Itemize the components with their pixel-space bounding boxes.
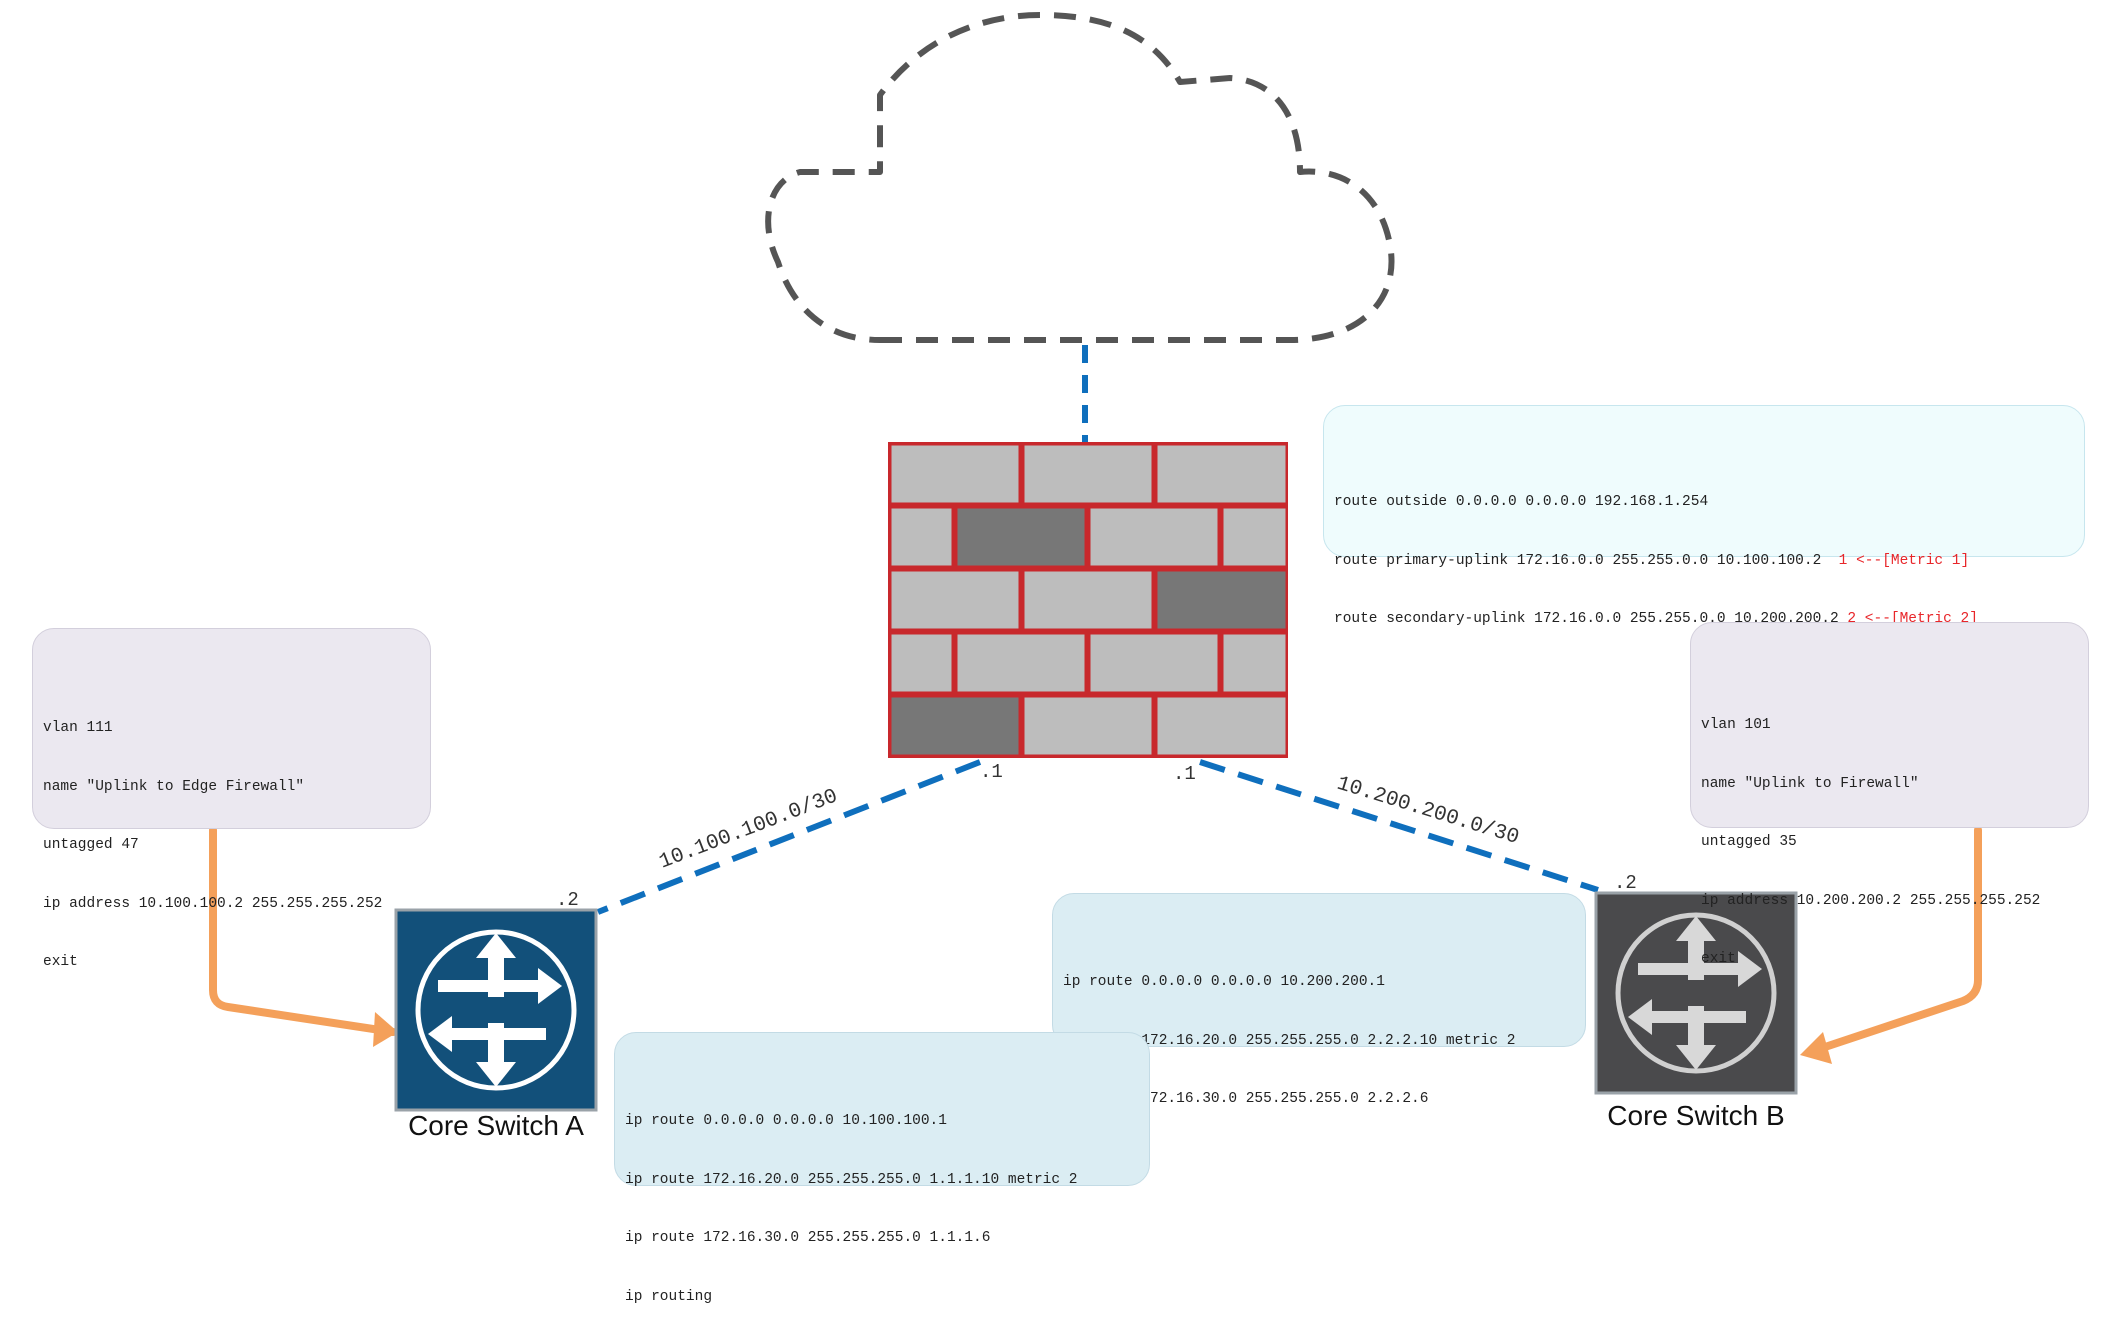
firewall-brick — [957, 508, 1085, 566]
firewall-brick — [1223, 634, 1286, 692]
config-line: ip route 172.16.20.0 255.255.255.0 1.1.1… — [625, 1171, 1078, 1188]
fw-right-host-label: .1 — [1173, 763, 1196, 785]
switch-b-routes-note: ip route 0.0.0.0 0.0.0.0 10.200.200.1 ip… — [1052, 893, 1586, 1166]
config-line: name "Uplink to Edge Firewall" — [43, 778, 305, 795]
config-line: untagged 47 — [43, 837, 139, 853]
switch-a-host-label: .2 — [556, 889, 579, 911]
link-firewall-switch-b — [1199, 759, 1599, 893]
config-line: ip route 172.16.30.0 255.255.255.0 1.1.1… — [625, 1230, 991, 1246]
config-line: exit — [43, 954, 78, 970]
firewall-brick — [1157, 697, 1286, 755]
switch-b-label: Core Switch B — [1607, 1100, 1785, 1131]
link-firewall-switch-a — [596, 759, 982, 915]
firewall-brick — [1090, 634, 1218, 692]
switch-a-label: Core Switch A — [408, 1110, 584, 1141]
config-line: ip address 10.100.100.2 255.255.255.252 — [43, 895, 383, 912]
switch-b-host-label: .2 — [1614, 872, 1637, 894]
config-line: vlan 111 — [43, 720, 113, 736]
firewall-brick — [891, 634, 952, 692]
arrow-head-b — [1800, 1032, 1832, 1064]
switch-b-icon — [1594, 891, 1798, 1095]
switch-a-icon — [394, 908, 598, 1112]
switch-a-vlan-note: vlan 111 name "Uplink to Edge Firewall" … — [32, 628, 431, 970]
metric-note: 1 <--[Metric 1] — [1829, 552, 1970, 569]
arrow-head-a — [373, 1012, 398, 1047]
firewall-brick — [891, 508, 952, 566]
firewall-brick — [1223, 508, 1286, 566]
config-line: ip route 0.0.0.0 0.0.0.0 10.200.200.1 — [1063, 974, 1385, 990]
firewall-brick — [1157, 571, 1286, 629]
switch-a-routes-note: ip route 0.0.0.0 0.0.0.0 10.100.100.1 ip… — [614, 1032, 1150, 1305]
firewall-routes-note: route outside 0.0.0.0 0.0.0.0 192.168.1.… — [1323, 405, 2085, 627]
config-line: ip route 0.0.0.0 0.0.0.0 10.100.100.1 — [625, 1113, 947, 1129]
firewall-icon — [888, 442, 1288, 758]
firewall-brick — [1024, 445, 1152, 503]
config-line: ip routing — [625, 1288, 713, 1305]
fw-left-host-label: .1 — [980, 761, 1003, 783]
config-line: exit — [1701, 951, 1736, 967]
firewall-brick — [891, 697, 1019, 755]
firewall-brick — [957, 634, 1085, 692]
firewall-route-line: route outside 0.0.0.0 0.0.0.0 192.168.1.… — [1334, 494, 1709, 510]
arrow-vlan-a-to-switch-a — [209, 826, 397, 1036]
config-line: untagged 35 — [1701, 834, 1797, 850]
internet-cloud — [765, 12, 1395, 343]
firewall-brick — [891, 445, 1019, 503]
firewall-brick — [1024, 571, 1152, 629]
firewall-brick — [1157, 445, 1286, 503]
arrow-vlan-b-to-switch-b — [1818, 826, 1982, 1052]
config-line: ip address 10.200.200.2 255.255.255.252 — [1701, 892, 2041, 909]
switch-b-vlan-note: vlan 101 name "Uplink to Firewall" untag… — [1690, 622, 2089, 967]
config-line: name "Uplink to Firewall" — [1701, 775, 1919, 792]
firewall-brick — [891, 571, 1019, 629]
config-line: vlan 101 — [1701, 717, 1771, 733]
firewall-brick — [1090, 508, 1218, 566]
firewall-brick — [1024, 697, 1152, 755]
network-diagram: 10.100.100.0/30 10.200.200.0/30 .1 .1 .2… — [209, 12, 1982, 1112]
firewall-route-line: route primary-uplink 172.16.0.0 255.255.… — [1334, 552, 1970, 569]
